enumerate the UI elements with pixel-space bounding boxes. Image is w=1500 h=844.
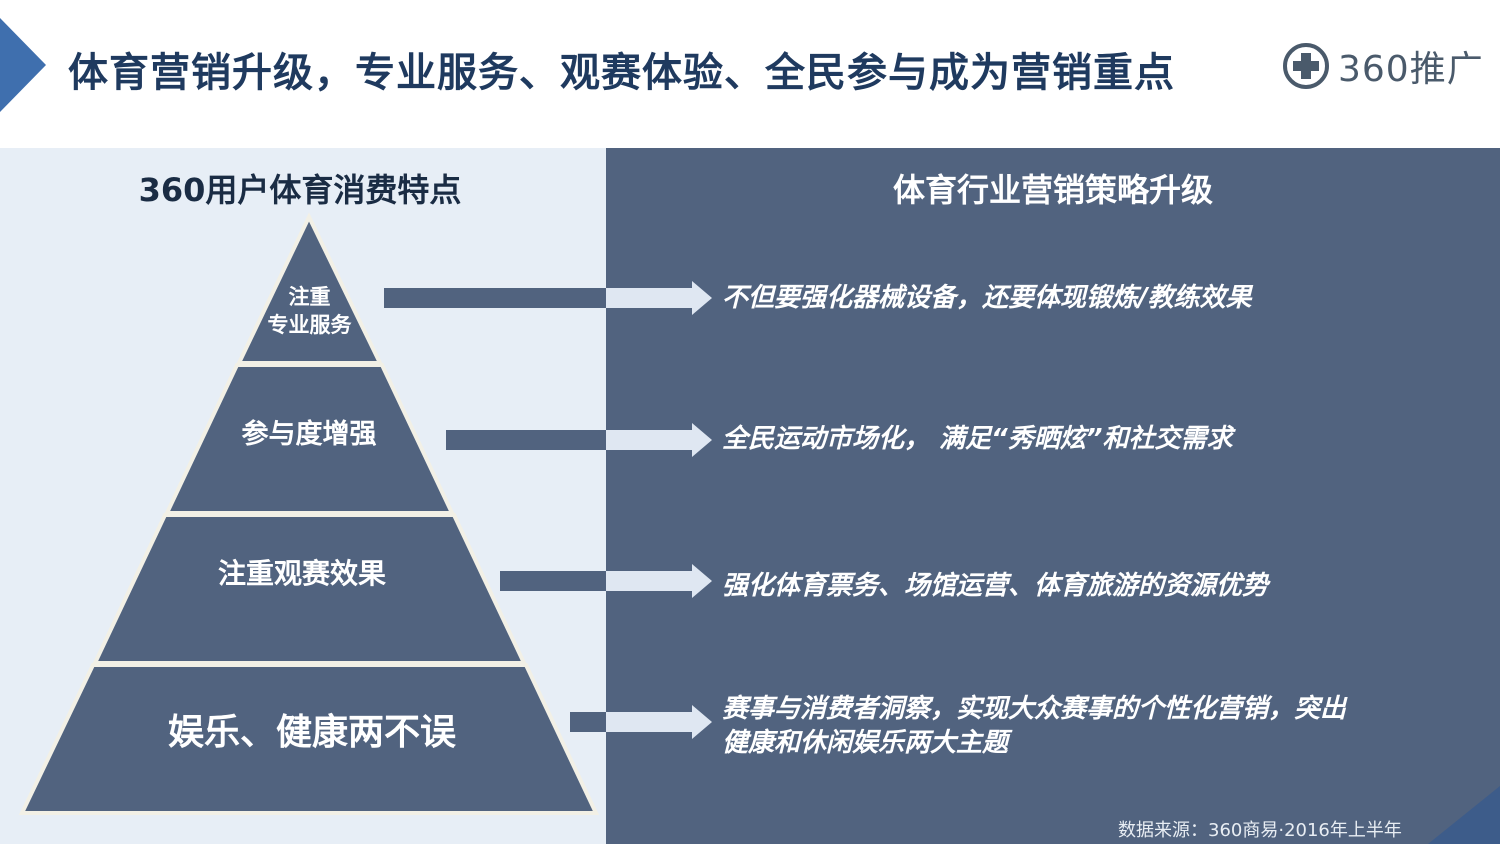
pyramid-label-1-line-2: 专业服务: [267, 313, 352, 337]
data-source-note: 数据来源：360商易·2016年上半年: [1118, 820, 1402, 841]
pyramid-label-3-line-1: 注重观赛效果: [217, 557, 386, 590]
corner-accent-bottom-right: [1428, 786, 1500, 844]
strategy-1: 不但要强化器械设备，还要体现锻炼/教练效果: [722, 281, 1252, 315]
strategy-3: 强化体育票务、场馆运营、体育旅游的资源优势: [722, 569, 1268, 603]
strategy-1-line-1: 不但要强化器械设备，还要体现锻炼/教练效果: [722, 283, 1252, 313]
strategy-2-line-1: 全民运动市场化， 满足“秀晒炫”和社交需求: [722, 424, 1233, 454]
strategy-4-line-1: 赛事与消费者洞察，实现大众赛事的个性化营销，突出: [722, 694, 1347, 724]
left-panel-heading: 360用户体育消费特点: [138, 171, 462, 209]
corner-accent-triangle: [0, 18, 46, 112]
pyramid-label-2-line-1: 参与度增强: [241, 419, 377, 450]
arrow-4: [570, 705, 712, 739]
logo-text: 360推广: [1338, 49, 1484, 90]
logo-plus-icon: [1283, 43, 1329, 89]
pyramid-label-3: 注重观赛效果: [172, 556, 432, 592]
strategy-2: 全民运动市场化， 满足“秀晒炫”和社交需求: [722, 422, 1233, 456]
right-panel: [606, 148, 1500, 844]
pyramid-label-4: 娱乐、健康两不误: [112, 710, 512, 756]
arrow-3: [500, 564, 712, 598]
strategy-4: 赛事与消费者洞察，实现大众赛事的个性化营销，突出 健康和休闲娱乐两大主题: [722, 692, 1346, 760]
page-title: 体育营销升级，专业服务、观赛体验、全民参与成为营销重点: [68, 50, 1175, 96]
right-panel-heading: 体育行业营销策略升级: [892, 171, 1213, 209]
pyramid-label-2: 参与度增强: [209, 418, 409, 452]
pyramid-label-1: 注重 专业服务: [239, 283, 380, 339]
pyramid-label-4-line-1: 娱乐、健康两不误: [167, 712, 456, 753]
pyramid-tier-4: [18, 663, 600, 815]
logo-360-tuiguang: 360推广: [1282, 40, 1484, 92]
pyramid-label-1-line-1: 注重: [288, 285, 331, 309]
strategy-3-line-1: 强化体育票务、场馆运营、体育旅游的资源优势: [722, 571, 1269, 601]
strategy-4-line-2: 健康和休闲娱乐两大主题: [722, 728, 1009, 758]
arrow-1: [384, 281, 712, 315]
arrow-2: [446, 423, 712, 457]
